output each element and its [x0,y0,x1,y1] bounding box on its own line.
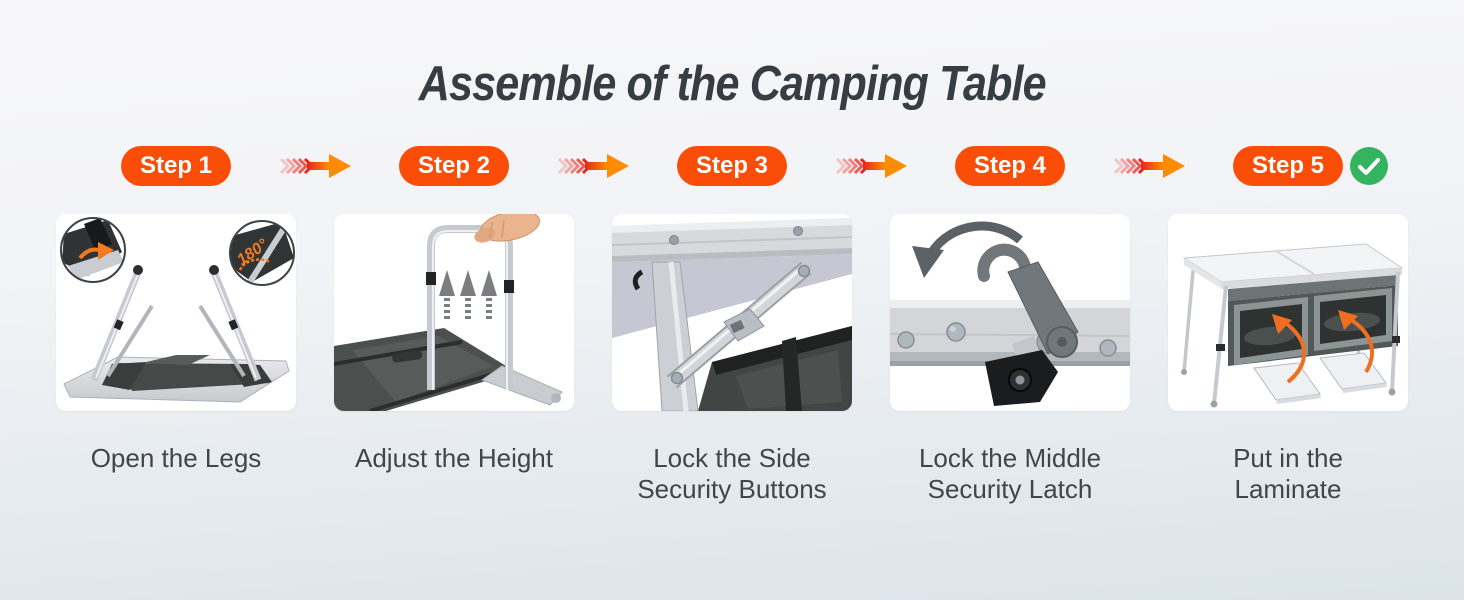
step-2-image-card [334,214,574,411]
step-1-badge-row: Step 1 [56,146,296,186]
step-2: Step 2 [334,146,574,505]
step-1: Step 1 [56,146,296,505]
step-3-image-card [612,214,852,411]
assembly-infographic: { "page": { "title": "Assemble of the Ca… [0,56,1464,600]
step-5-image-card [1168,214,1408,411]
step-3-badge: Step 3 [676,146,788,186]
step-3: Step 3 [612,146,852,505]
step-1-image-card: 180° [56,214,296,411]
header: Assemble of the Camping Table [0,56,1464,116]
steps-row: Step 1 [56,146,1408,505]
step-arrow-icon [1113,154,1185,178]
folded-table-legs-opened-illustration: 180° [60,217,295,403]
step-arrow-icon [835,154,907,178]
assembled-table-with-laminate-illustration [1181,243,1404,408]
middle-latch-closeup-illustration [890,221,1130,406]
step-1-caption: Open the Legs [90,443,262,473]
step-5: Step 5 [1168,146,1408,505]
hand-lifting-leg-frame-illustration [334,214,563,411]
step-2-badge: Step 2 [398,146,510,186]
step-1-badge: Step 1 [120,146,232,186]
rotate-arrow-icon [912,221,1023,278]
step-5-badge: Step 5 [1232,146,1344,186]
up-arrows-icon [439,270,497,320]
side-brace-closeup-illustration [612,218,852,411]
check-icon [1350,147,1388,185]
step-4-image-card [890,214,1130,411]
page-title: Assemble of the Camping Table [418,57,1046,111]
step-5-caption: Put in the Laminate [1233,443,1343,505]
latch-hook [977,243,1079,358]
steps-container: Step 1 [56,146,1408,505]
hand-icon [474,214,540,243]
insert-arrows-icon [1282,316,1374,384]
step-4-badge: Step 4 [954,146,1066,186]
step-4: Step 4 [890,146,1130,505]
step-arrow-icon [279,154,351,178]
step-4-badge-row: Step 4 [890,146,1130,186]
step-3-badge-row: Step 3 [612,146,852,186]
step-2-badge-row: Step 2 [334,146,574,186]
step-4-caption: Lock the Middle Security Latch [918,443,1102,505]
step-2-caption: Adjust the Height [354,443,553,473]
step-arrow-icon [557,154,629,178]
step-3-caption: Lock the Side Security Buttons [637,443,827,505]
step-5-badge-row: Step 5 [1168,146,1408,186]
